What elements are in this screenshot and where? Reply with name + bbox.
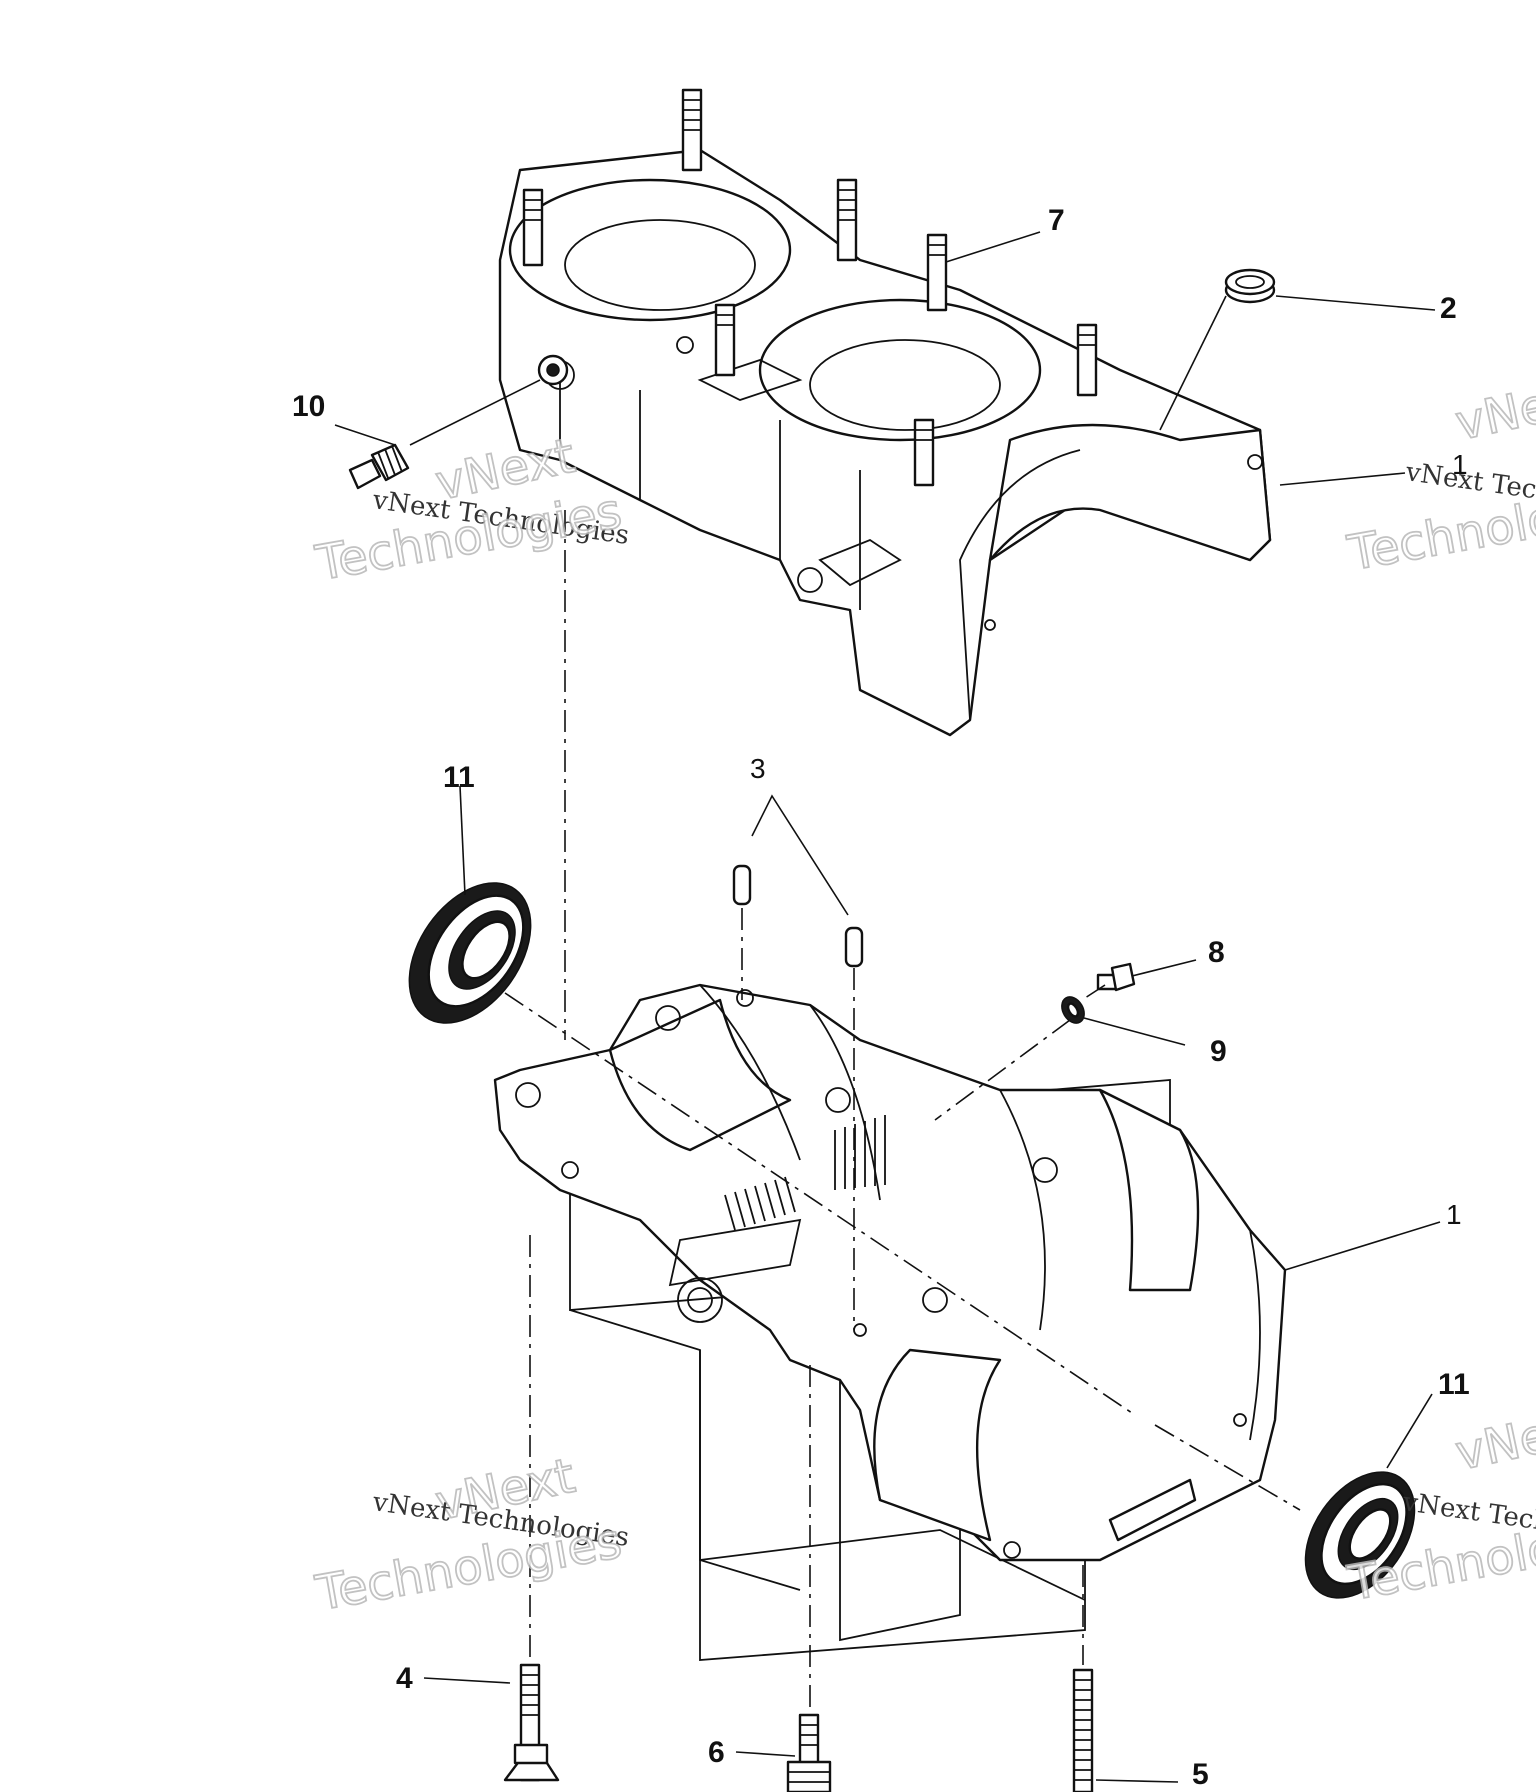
- callout-7: 7: [1048, 204, 1065, 237]
- part-6-drain-screw: [786, 1713, 832, 1792]
- callout-4: 4: [396, 1662, 413, 1695]
- callout-1-lower: 1: [1446, 1199, 1462, 1230]
- part-5-stud: [1072, 1668, 1094, 1792]
- watermark-large-top-4: vNext: [1451, 1398, 1536, 1482]
- part-3-dowel-pins: [732, 864, 864, 968]
- cylinder-studs: [522, 88, 1098, 487]
- crankcase-bolt-holes: [515, 989, 1247, 1559]
- cylinder-bore-left: [508, 178, 792, 322]
- callout-5: 5: [1192, 1758, 1209, 1791]
- callout-8: 8: [1208, 936, 1225, 969]
- callout-10: 10: [292, 390, 325, 423]
- part-10-fitting: [348, 443, 410, 490]
- lower-crankcase: [493, 983, 1287, 1661]
- callout-1-upper: 1: [1452, 449, 1468, 480]
- part-11-oil-seal-right: [1304, 1471, 1416, 1599]
- callout-11-left: 11: [443, 761, 475, 794]
- upper-crankcase: [498, 88, 1272, 737]
- callout-labels: 7 2 1 10 11 3 8 9 1 11 4 6 5: [292, 204, 1470, 1791]
- part-4-bolt: [503, 1663, 560, 1782]
- leader-lines: [334, 231, 1441, 1783]
- callout-9: 9: [1210, 1035, 1227, 1068]
- watermark-large-top-2: vNext: [1451, 368, 1536, 452]
- callout-11-right: 11: [1438, 1368, 1470, 1401]
- part-9-lock-washer: [1061, 996, 1085, 1024]
- part-11-oil-seal-left: [408, 882, 532, 1024]
- assembly-center-lines: [504, 510, 1301, 1710]
- cylinder-bore-right: [758, 298, 1042, 442]
- part-2-plug: [1224, 268, 1276, 304]
- callout-2: 2: [1440, 292, 1457, 325]
- callout-6: 6: [708, 1736, 725, 1769]
- part-8-screw: [1096, 962, 1136, 992]
- callout-3: 3: [750, 753, 766, 784]
